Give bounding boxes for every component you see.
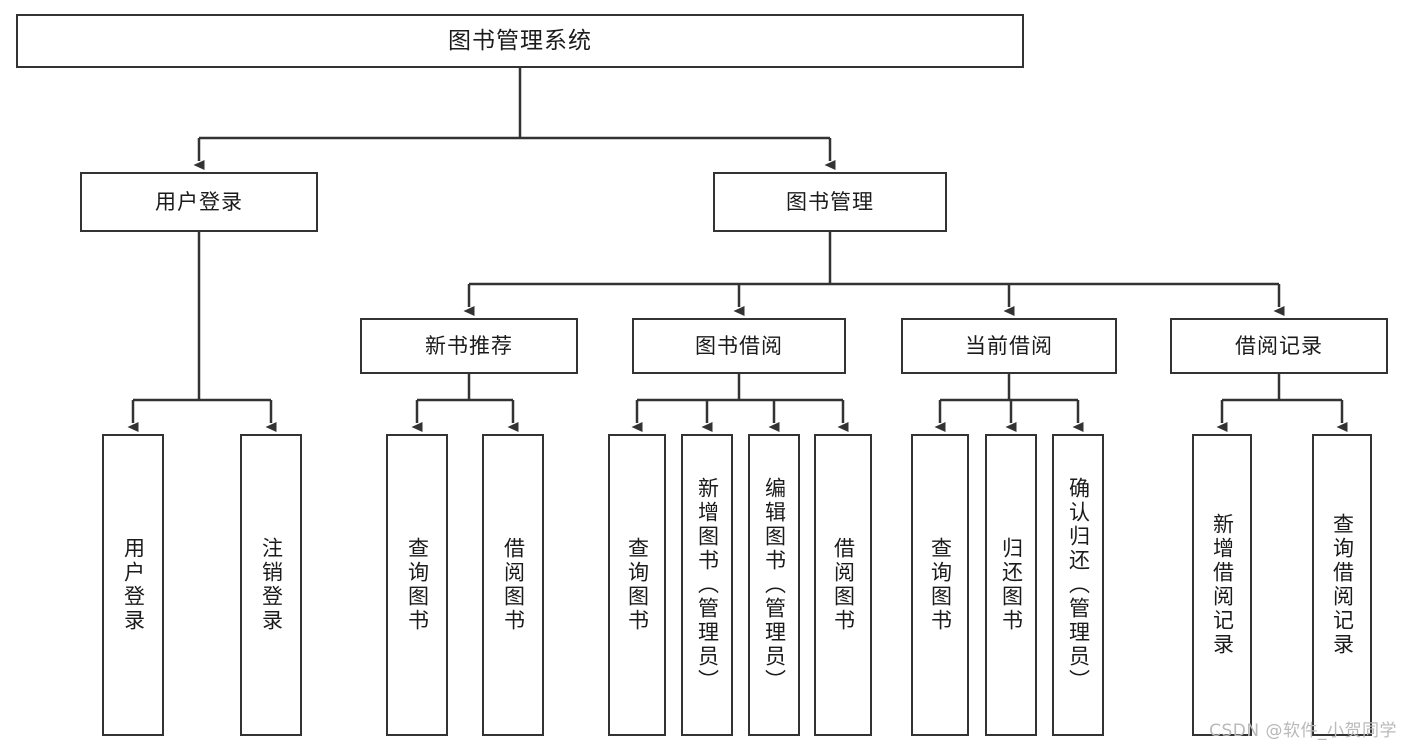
node-l_cconfirm[interactable]: 确认归还（管理员） <box>1052 434 1104 736</box>
node-label-l_logout: 注销登录 <box>259 537 284 633</box>
node-label-l_cconfirm: 确认归还（管理员） <box>1066 477 1091 693</box>
node-label-l_bedit: 编辑图书（管理员） <box>762 477 787 693</box>
node-label-login: 用户登录 <box>155 189 243 214</box>
node-l_creturn[interactable]: 归还图书 <box>985 434 1037 736</box>
node-l_badd[interactable]: 新增图书（管理员） <box>681 434 733 736</box>
node-label-l_rquery: 查询借阅记录 <box>1330 513 1355 657</box>
node-label-newbook: 新书推荐 <box>425 333 513 358</box>
node-l_rquery[interactable]: 查询借阅记录 <box>1312 434 1372 736</box>
node-records[interactable]: 借阅记录 <box>1170 318 1388 374</box>
node-current[interactable]: 当前借阅 <box>901 318 1117 374</box>
node-l_cq[interactable]: 查询图书 <box>911 434 969 736</box>
node-borrow[interactable]: 图书借阅 <box>632 318 846 374</box>
node-root[interactable]: 图书管理系统 <box>16 14 1024 68</box>
node-l_logout[interactable]: 注销登录 <box>240 434 302 736</box>
node-login[interactable]: 用户登录 <box>80 172 318 232</box>
node-label-l_login: 用户登录 <box>121 537 146 633</box>
node-l_login[interactable]: 用户登录 <box>102 434 164 736</box>
node-label-l_radd: 新增借阅记录 <box>1210 513 1235 657</box>
node-label-borrow: 图书借阅 <box>695 333 783 358</box>
node-bookmgmt[interactable]: 图书管理 <box>713 172 947 232</box>
node-label-root: 图书管理系统 <box>448 27 592 54</box>
node-label-l_nb_query: 查询图书 <box>405 537 430 633</box>
node-label-l_bq: 查询图书 <box>625 537 650 633</box>
watermark-label: CSDN @软件_小贺同学 <box>1209 721 1397 741</box>
node-label-l_creturn: 归还图书 <box>999 537 1024 633</box>
node-label-current: 当前借阅 <box>965 333 1053 358</box>
node-label-l_badd: 新增图书（管理员） <box>695 477 720 693</box>
node-label-l_cq: 查询图书 <box>928 537 953 633</box>
node-l_bedit[interactable]: 编辑图书（管理员） <box>748 434 800 736</box>
node-l_bborrow[interactable]: 借阅图书 <box>814 434 872 736</box>
node-newbook[interactable]: 新书推荐 <box>360 318 578 374</box>
node-l_nb_query[interactable]: 查询图书 <box>386 434 448 736</box>
node-l_nb_borrow[interactable]: 借阅图书 <box>482 434 544 736</box>
node-label-l_bborrow: 借阅图书 <box>831 537 856 633</box>
node-label-records: 借阅记录 <box>1235 333 1323 358</box>
node-label-bookmgmt: 图书管理 <box>786 189 874 214</box>
node-label-l_nb_borrow: 借阅图书 <box>501 537 526 633</box>
node-l_bq[interactable]: 查询图书 <box>608 434 666 736</box>
node-l_radd[interactable]: 新增借阅记录 <box>1192 434 1252 736</box>
